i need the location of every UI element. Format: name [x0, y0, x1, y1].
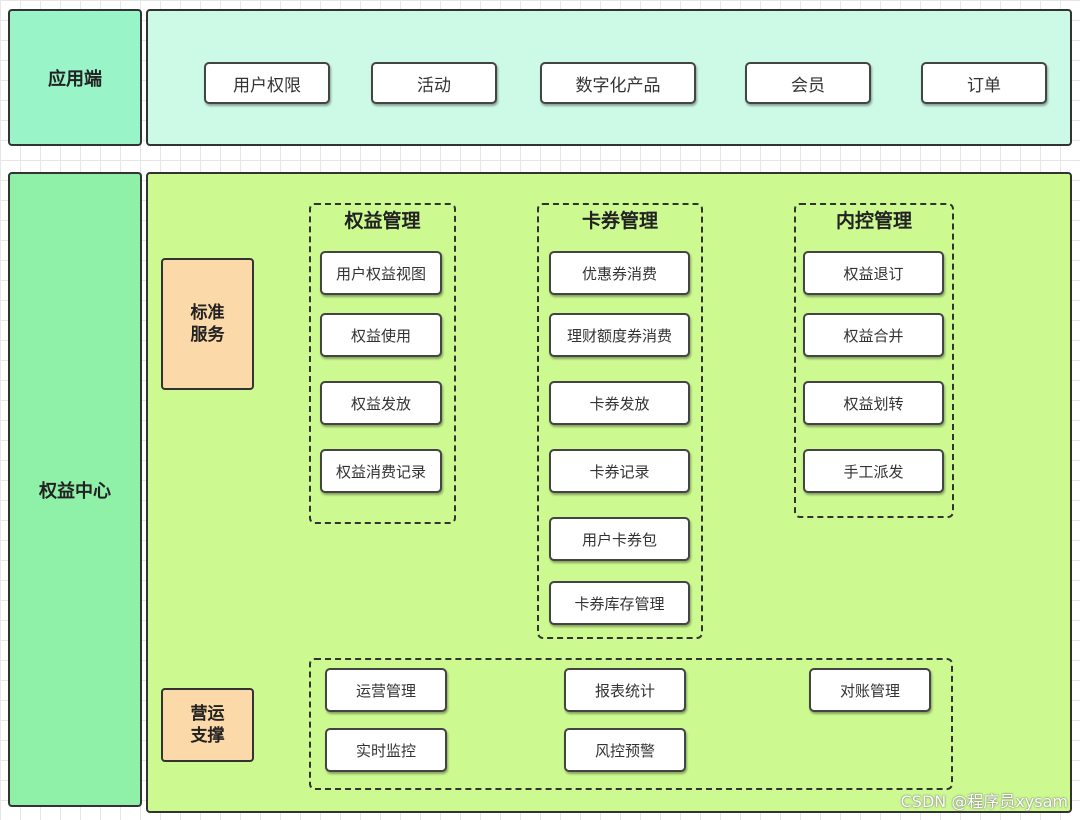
rights-item-user-view: 用户权益视图 [320, 251, 442, 295]
rights-center-label: 权益中心 [8, 172, 142, 807]
rights-item-use: 权益使用 [320, 313, 442, 357]
ops-item-realtime-monitoring: 实时监控 [325, 728, 447, 772]
rights-item-consumption-record: 权益消费记录 [320, 449, 442, 493]
control-item-transfer: 权益划转 [803, 381, 944, 425]
app-layer-panel: 用户权限 活动 数字化产品 会员 订单 [146, 9, 1072, 146]
app-item-activity: 活动 [371, 62, 497, 104]
standard-services-tag: 标准 服务 [161, 258, 254, 390]
watermark: CSDN @程序员xysam [900, 792, 1068, 811]
group-coupon-management: 卡券管理 [537, 203, 703, 639]
operations-support-tag: 营运 支撑 [161, 688, 254, 762]
control-item-merge: 权益合并 [803, 313, 944, 357]
group-internal-control: 内控管理 [794, 203, 954, 518]
coupon-item-record: 卡券记录 [549, 449, 690, 493]
coupon-item-inventory: 卡券库存管理 [549, 581, 690, 625]
group-title-rights-management: 权益管理 [344, 210, 421, 232]
ops-item-report-statistics: 报表统计 [564, 668, 686, 712]
ops-item-reconciliation: 对账管理 [809, 668, 931, 712]
rights-item-issue: 权益发放 [320, 381, 442, 425]
app-item-digital-products: 数字化产品 [540, 62, 696, 104]
coupon-item-user-wallet: 用户卡券包 [549, 517, 690, 561]
coupon-item-discount-consume: 优惠券消费 [549, 251, 690, 295]
coupon-item-issue: 卡券发放 [549, 381, 690, 425]
coupon-item-wealth-quota-consume: 理财额度券消费 [549, 313, 690, 357]
control-item-unsubscribe: 权益退订 [803, 251, 944, 295]
app-layer-label: 应用端 [8, 9, 142, 146]
control-item-manual-dispatch: 手工派发 [803, 449, 944, 493]
ops-item-operations-management: 运营管理 [325, 668, 447, 712]
group-operations-support [309, 658, 953, 790]
group-title-coupon-management: 卡券管理 [581, 210, 658, 232]
app-item-membership: 会员 [745, 62, 871, 104]
ops-item-risk-warning: 风控预警 [564, 728, 686, 772]
group-rights-management: 权益管理 [309, 203, 456, 524]
app-item-user-permissions: 用户权限 [204, 62, 330, 104]
app-item-orders: 订单 [921, 62, 1047, 104]
group-title-internal-control: 内控管理 [835, 210, 912, 232]
